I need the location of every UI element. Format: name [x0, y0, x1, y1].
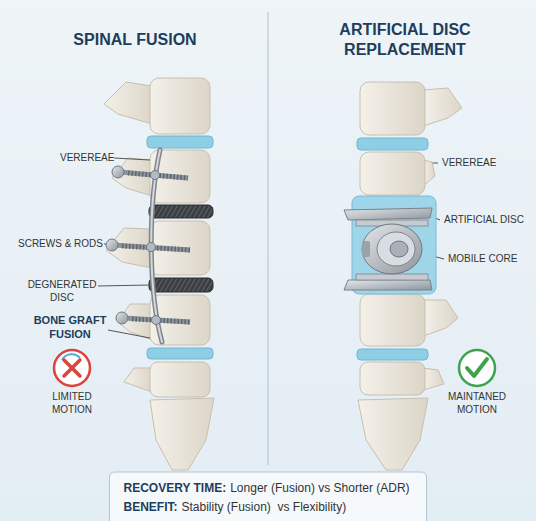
fusion-spine	[104, 78, 214, 470]
divider	[267, 12, 269, 465]
part-label: ARTIFICIAL DISC	[444, 214, 524, 227]
part-label: MOBILE CORE	[448, 253, 517, 266]
status-label: MAINTANED MOTION	[440, 391, 514, 416]
part-label: DEGNERATED DISC	[27, 279, 97, 304]
adr-discs	[352, 138, 436, 360]
limited-motion-icon	[54, 350, 90, 386]
part-label: BONE GRAFT FUSION	[31, 314, 109, 342]
part-label: VEREREAE	[442, 157, 496, 170]
summary-frame	[110, 472, 427, 521]
part-label: SCREWS & RODS	[18, 238, 103, 251]
summary-text: Stability (Fusion) vs Flexibility)	[182, 500, 347, 514]
part-label: VEREREAE	[60, 152, 114, 165]
summary-heading: RECOVERY TIME:	[124, 481, 227, 495]
maintained-motion-icon	[459, 350, 495, 386]
summary-text: Longer (Fusion) vs Shorter (ADR)	[230, 481, 409, 495]
panel-heading: SPINAL FUSION	[73, 30, 196, 50]
screws-and-rod	[106, 150, 190, 342]
artificial-disc	[344, 208, 432, 290]
summary-box: RECOVERY TIME:Longer (Fusion) vs Shorter…	[110, 472, 427, 521]
summary-heading: BENEFIT:	[124, 500, 178, 514]
status-label: LIMITED MOTION	[41, 391, 103, 416]
panel-heading: ARTIFICIAL DISC REPLACEMENT	[305, 20, 505, 60]
